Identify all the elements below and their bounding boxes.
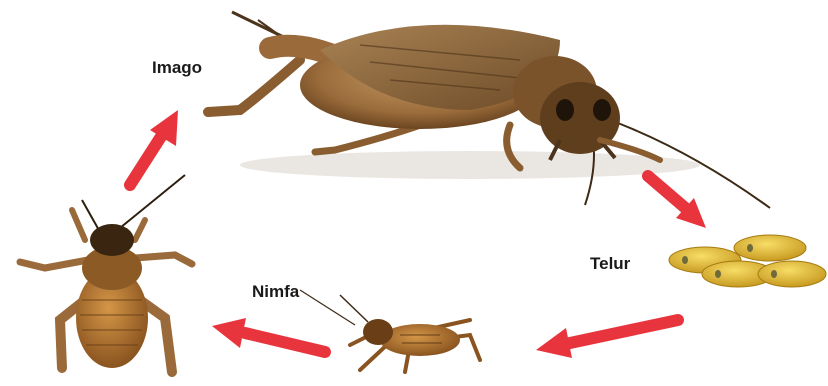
stage-label-telur: Telur — [590, 254, 630, 274]
adult-cricket-icon — [208, 12, 770, 208]
arrow-nimfa-to-late-nymph-icon — [212, 318, 325, 352]
arrow-imago-to-telur-icon — [648, 176, 706, 228]
arrow-late-nymph-to-imago-icon — [130, 110, 178, 185]
eggs-icon — [669, 235, 826, 287]
stage-label-nimfa: Nimfa — [252, 282, 299, 302]
stage-label-imago: Imago — [152, 58, 202, 78]
nymph-icon — [300, 290, 480, 372]
late-nymph-icon — [20, 175, 192, 372]
arrow-telur-to-nimfa-icon — [536, 320, 678, 358]
